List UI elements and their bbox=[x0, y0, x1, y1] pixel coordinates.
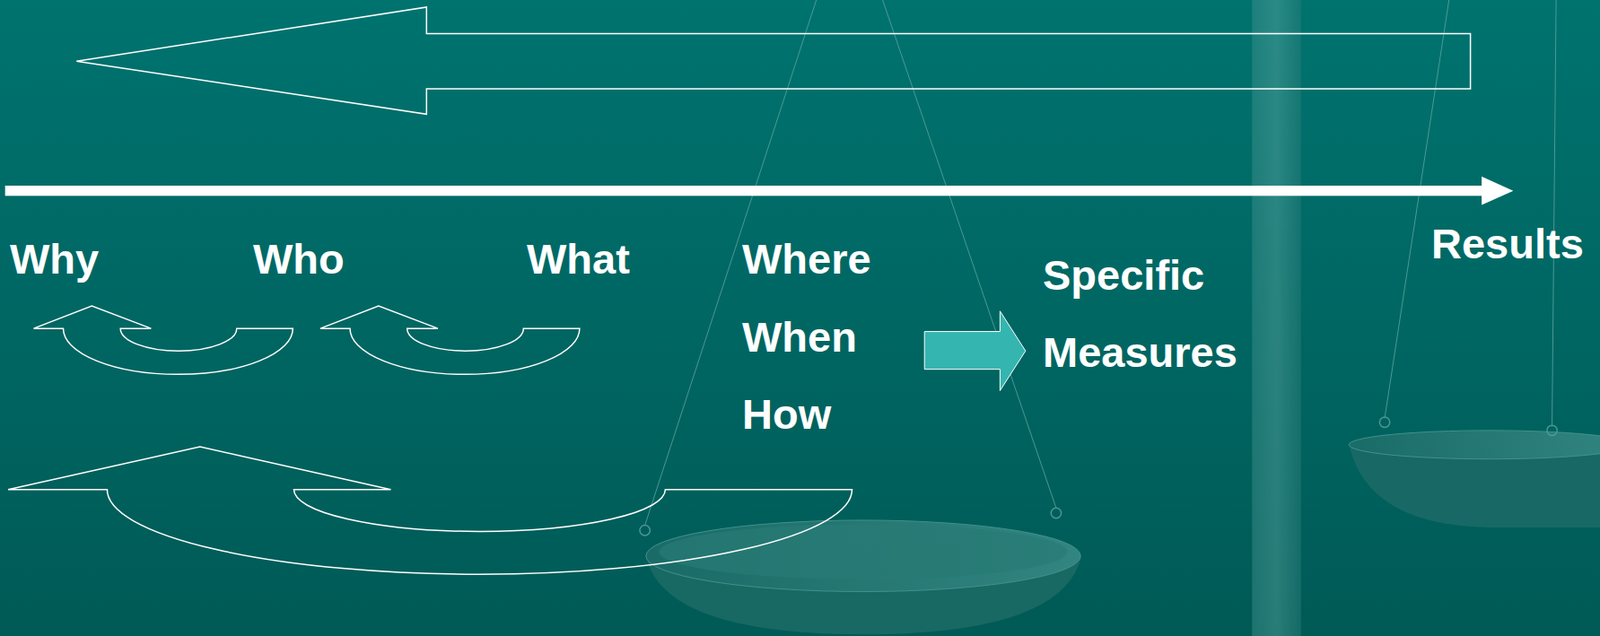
progress-arrow-head bbox=[1481, 176, 1513, 206]
block-arrow bbox=[924, 311, 1026, 392]
question-word: Where bbox=[742, 237, 872, 280]
measures-label: Specific Measures bbox=[1042, 236, 1259, 392]
u-turn-arrow bbox=[320, 306, 580, 375]
scale-hook bbox=[639, 525, 650, 536]
u-turn-arrow bbox=[8, 446, 852, 575]
scale-hook bbox=[1547, 425, 1557, 436]
u-turn-arrow bbox=[34, 306, 294, 375]
scale-string bbox=[1384, 0, 1450, 419]
question-word: Who bbox=[253, 237, 345, 280]
question-word: When bbox=[742, 315, 857, 359]
question-word: What bbox=[526, 237, 630, 280]
scale-post bbox=[1251, 0, 1302, 636]
scale-string bbox=[883, 0, 1057, 508]
scale-hook bbox=[1379, 417, 1390, 428]
scale-pan-inner bbox=[659, 524, 1068, 579]
result-label: Results bbox=[1431, 222, 1584, 265]
scale-hook bbox=[1050, 507, 1061, 518]
progress-arrow-shaft bbox=[5, 185, 1485, 196]
question-word: Why bbox=[9, 237, 99, 280]
question-word: How bbox=[742, 393, 831, 436]
scale-string bbox=[1552, 0, 1557, 427]
balance-scale bbox=[639, 0, 1600, 636]
scale-pan-rim bbox=[1348, 430, 1600, 460]
feedback-arrow bbox=[76, 7, 1470, 114]
